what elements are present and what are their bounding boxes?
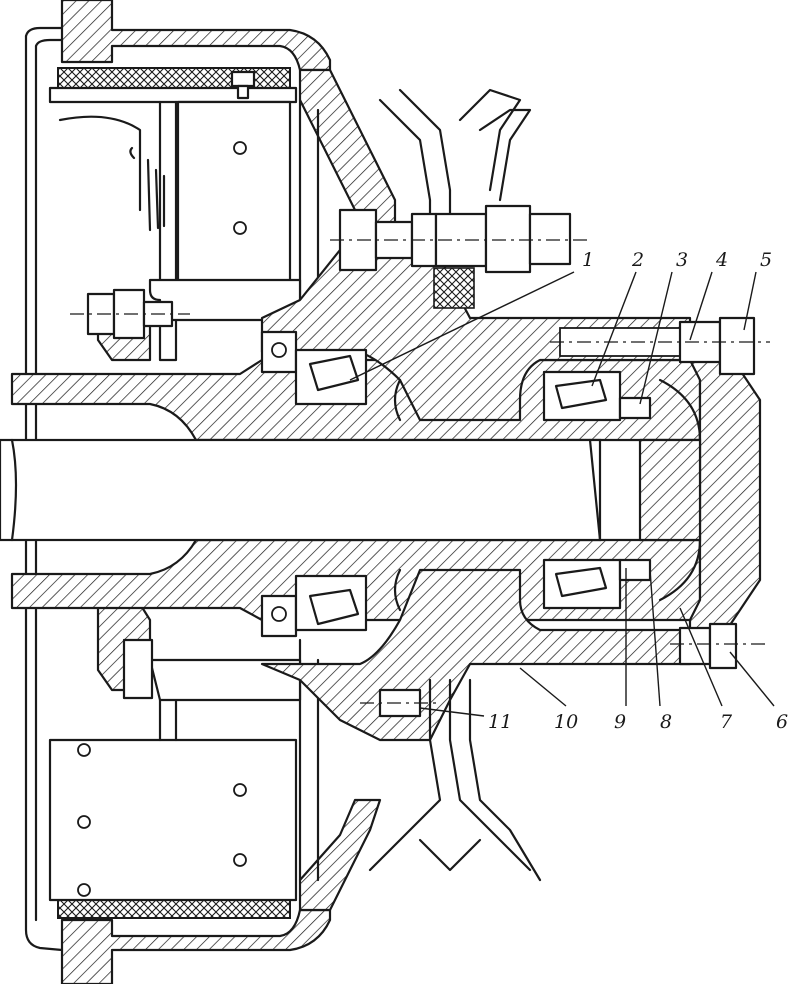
axle-shaft — [0, 438, 602, 542]
shoe-spring — [58, 115, 166, 232]
wheel-stud-upper — [330, 204, 590, 309]
callout-4: 4 — [715, 249, 728, 271]
hub-cap — [638, 328, 762, 652]
callout-9: 9 — [614, 711, 626, 733]
leader-lines — [349, 271, 775, 717]
callout-11: 11 — [488, 711, 512, 733]
callout-1: 1 — [582, 249, 594, 271]
brake-anchor-bolt — [70, 288, 190, 340]
callout-2: 2 — [631, 249, 644, 271]
callout-3: 3 — [676, 249, 688, 271]
callout-10: 10 — [554, 711, 578, 733]
callout-7: 7 — [720, 711, 733, 733]
hub-cap-bolt-lower — [670, 622, 770, 670]
callout-8: 8 — [660, 711, 672, 733]
lower-fastener — [360, 688, 440, 718]
callout-labels: 1 2 3 4 5 6 7 8 9 10 11 — [488, 249, 788, 733]
inner-bearing-upper — [260, 330, 368, 406]
brake-drum — [60, 0, 397, 984]
brake-shoe-lower — [48, 698, 298, 919]
brake-shoe-upper — [48, 67, 298, 362]
hub-cap-bolt-upper — [550, 316, 770, 376]
outer-bearing-lower — [542, 558, 652, 610]
callout-5: 5 — [760, 249, 772, 271]
axle-bracket — [96, 278, 302, 702]
outer-bearing-upper — [542, 370, 652, 422]
wheel-hub — [260, 228, 692, 742]
inner-bearing-lower — [260, 574, 368, 638]
callout-6: 6 — [776, 711, 788, 733]
